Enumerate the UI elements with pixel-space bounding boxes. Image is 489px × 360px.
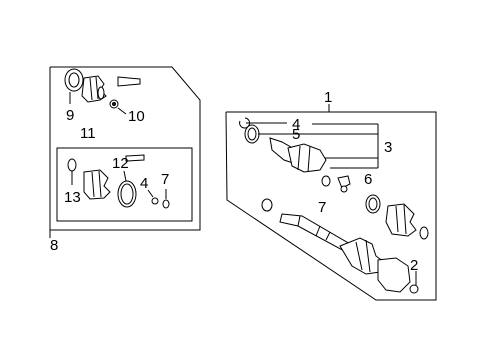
outer-boot-upper bbox=[81, 75, 107, 103]
part-6-clip bbox=[337, 175, 351, 193]
callout-5: 5 bbox=[292, 126, 300, 143]
inner-boot-assembly bbox=[339, 237, 419, 294]
callout-4-right: 4 bbox=[292, 116, 300, 133]
callout-8: 8 bbox=[50, 237, 58, 254]
inner-boot bbox=[385, 203, 417, 237]
callout-12: 12 bbox=[112, 155, 129, 172]
inner-boot-clamp bbox=[419, 226, 429, 240]
callout-13: 13 bbox=[64, 189, 81, 206]
callout-4-left: 4 bbox=[140, 175, 148, 192]
boot-kit-subbox bbox=[56, 147, 193, 222]
part-5-ring bbox=[244, 124, 260, 144]
inner-boot-lower bbox=[83, 169, 111, 200]
part-13-small-ring bbox=[67, 158, 77, 185]
callout-1: 1 bbox=[324, 89, 332, 106]
grease-tube-lower bbox=[125, 154, 145, 162]
part-7-dust-seal bbox=[321, 175, 331, 187]
callout-3-4-5-leaders bbox=[246, 122, 379, 169]
part-4-small-clip bbox=[147, 189, 159, 205]
drive-shaft bbox=[279, 213, 351, 253]
part-10-clip bbox=[109, 99, 127, 115]
callout-2: 2 bbox=[410, 257, 418, 274]
callout-6: 6 bbox=[364, 171, 372, 188]
callout-9: 9 bbox=[66, 107, 74, 124]
callout-7-right: 7 bbox=[318, 199, 326, 216]
part-7-small-clip bbox=[162, 189, 170, 209]
callout-11: 11 bbox=[80, 125, 96, 142]
outer-boot-kit-panel bbox=[49, 66, 201, 231]
drive-shaft-panel bbox=[225, 104, 437, 301]
part-12-clamp bbox=[117, 170, 137, 208]
callout-7-left: 7 bbox=[161, 171, 169, 188]
part-9-ring bbox=[64, 68, 84, 104]
grease-tube-upper bbox=[117, 76, 141, 87]
inner-boot-ring bbox=[365, 194, 381, 214]
callout-3: 3 bbox=[384, 139, 392, 156]
callout-10: 10 bbox=[128, 108, 145, 125]
shaft-end-ring bbox=[261, 198, 273, 212]
outer-cv-joint bbox=[269, 137, 327, 173]
